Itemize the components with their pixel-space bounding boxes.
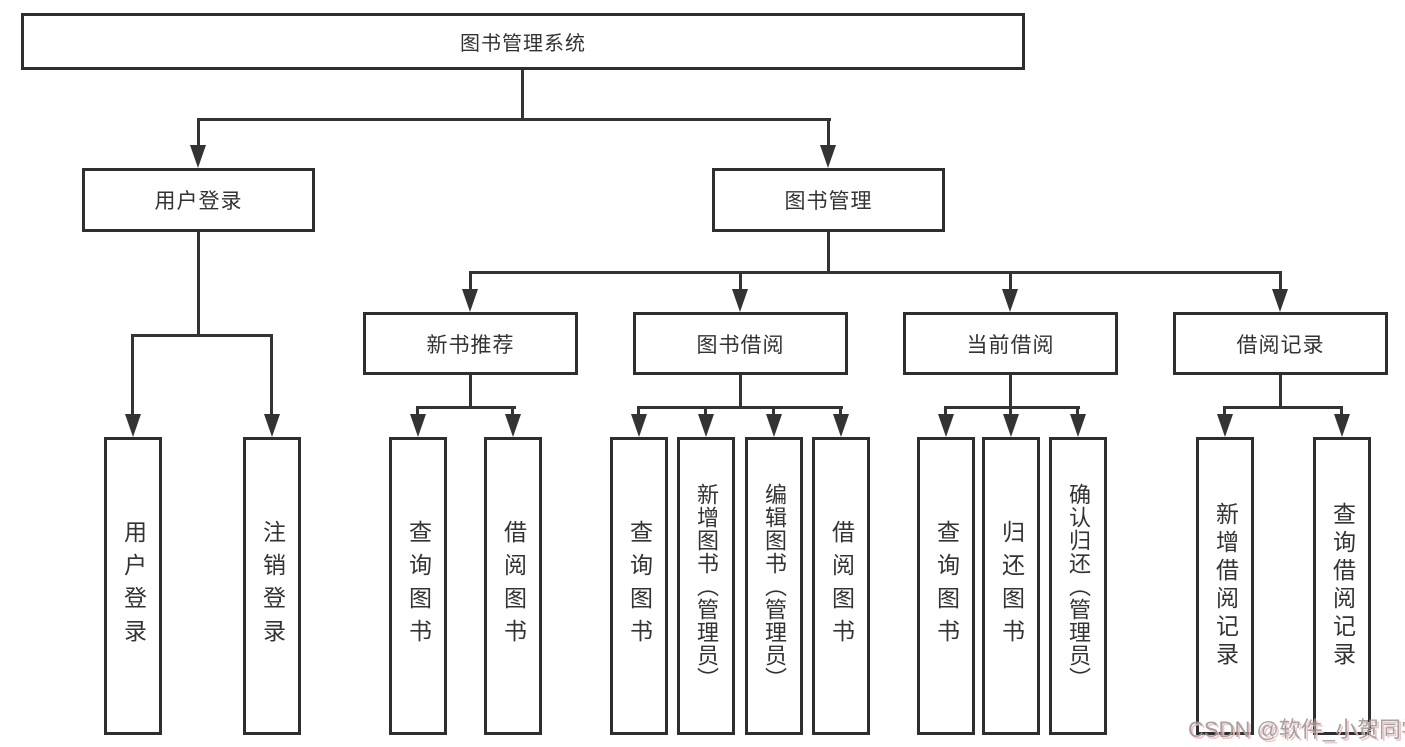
leaf-label: 借阅图书 — [500, 520, 527, 652]
connector-line — [1223, 406, 1226, 418]
node-book-borrowing: 图书借阅 — [633, 312, 848, 375]
leaf-label: 借阅图书 — [828, 520, 855, 652]
leaf-label: 新增图书（管理员） — [694, 482, 719, 690]
arrow-down-icon — [1217, 414, 1233, 437]
node-label: 用户登录 — [154, 190, 243, 213]
leaf-label: 查询图书 — [626, 520, 653, 652]
connector-line — [416, 406, 419, 418]
connector-line — [772, 406, 775, 418]
arrow-down-icon — [505, 414, 521, 437]
node-library-system: 图书管理系统 — [21, 13, 1025, 70]
node-label: 借阅记录 — [1236, 333, 1325, 357]
arrow-down-icon — [125, 414, 141, 437]
connector-line — [827, 118, 830, 148]
connector-line — [944, 406, 1080, 409]
leaf-borrow-books: 借阅图书 — [812, 437, 870, 735]
leaf-add-borrow-record: 新增借阅记录 — [1196, 437, 1254, 735]
connector-line — [1279, 271, 1282, 292]
connector-line — [1223, 406, 1343, 409]
connector-line — [270, 334, 273, 414]
arrow-down-icon — [1334, 414, 1350, 437]
arrow-down-icon — [766, 414, 782, 437]
node-label: 图书管理 — [784, 190, 873, 213]
connector-line — [1076, 406, 1079, 418]
leaf-label: 确认归还（管理员） — [1066, 482, 1091, 690]
node-user-login: 用户登录 — [82, 168, 315, 232]
leaf-logout: 注销登录 — [243, 437, 301, 735]
connector-line — [511, 406, 514, 418]
connector-line — [416, 406, 516, 409]
connector-line — [1009, 406, 1012, 418]
leaf-query-books-current: 查询图书 — [917, 437, 975, 735]
leaf-query-books-borrowing: 查询图书 — [610, 437, 668, 735]
leaf-return-books: 归还图书 — [982, 437, 1040, 735]
connector-line — [197, 118, 831, 121]
node-current-borrowing: 当前借阅 — [903, 312, 1118, 375]
leaf-label: 注销登录 — [259, 520, 286, 652]
arrow-down-icon — [410, 414, 426, 437]
node-book-management: 图书管理 — [712, 168, 945, 232]
arrow-down-icon — [1272, 289, 1288, 312]
leaf-label: 用户登录 — [120, 520, 147, 652]
arrow-down-icon — [833, 414, 849, 437]
leaf-label: 新增借阅记录 — [1212, 502, 1239, 670]
arrow-down-icon — [732, 289, 748, 312]
connector-line — [1279, 375, 1282, 408]
connector-line — [637, 406, 640, 418]
connector-line — [944, 406, 947, 418]
arrow-down-icon — [698, 414, 714, 437]
leaf-edit-books-admin: 编辑图书（管理员） — [745, 437, 803, 735]
arrow-down-icon — [190, 145, 206, 168]
arrow-down-icon — [631, 414, 647, 437]
arrow-down-icon — [938, 414, 954, 437]
leaf-query-borrow-record: 查询借阅记录 — [1313, 437, 1371, 735]
node-label: 图书管理系统 — [460, 33, 586, 55]
connector-line — [1009, 271, 1012, 292]
node-label: 当前借阅 — [966, 333, 1055, 357]
node-label: 新书推荐 — [426, 333, 515, 357]
arrow-down-icon — [1070, 414, 1086, 437]
connector-line — [469, 271, 1282, 274]
leaf-label: 查询借阅记录 — [1329, 502, 1356, 670]
node-borrowing-records: 借阅记录 — [1173, 312, 1388, 375]
connector-line — [704, 406, 707, 418]
connector-line — [521, 70, 524, 120]
leaf-confirm-return-admin: 确认归还（管理员） — [1049, 437, 1107, 735]
connector-line — [131, 334, 134, 414]
connector-line — [469, 271, 472, 292]
connector-line — [197, 118, 200, 148]
leaf-user-login: 用户登录 — [104, 437, 162, 735]
connector-line — [131, 334, 273, 337]
connector-line — [637, 406, 843, 409]
connector-line — [469, 375, 472, 408]
leaf-label: 归还图书 — [998, 520, 1025, 652]
arrow-down-icon — [1002, 289, 1018, 312]
node-new-book-recommend: 新书推荐 — [363, 312, 578, 375]
leaf-borrow-books-recommend: 借阅图书 — [484, 437, 542, 735]
connector-line — [1009, 375, 1012, 408]
leaf-label: 编辑图书（管理员） — [762, 482, 787, 690]
connector-line — [739, 375, 742, 408]
arrow-down-icon — [1003, 414, 1019, 437]
csdn-watermark: CSDN @软件_小贺同学 — [1188, 717, 1405, 742]
leaf-query-books-recommend: 查询图书 — [389, 437, 447, 735]
node-label: 图书借阅 — [696, 333, 785, 357]
connector-line — [197, 232, 200, 336]
connector-line — [839, 406, 842, 418]
connector-line — [739, 271, 742, 292]
leaf-label: 查询图书 — [933, 520, 960, 652]
connector-line — [1340, 406, 1343, 418]
arrow-down-icon — [462, 289, 478, 312]
arrow-down-icon — [264, 414, 280, 437]
leaf-label: 查询图书 — [405, 520, 432, 652]
arrow-down-icon — [820, 145, 836, 168]
leaf-add-books-admin: 新增图书（管理员） — [677, 437, 735, 735]
connector-line — [827, 232, 830, 273]
